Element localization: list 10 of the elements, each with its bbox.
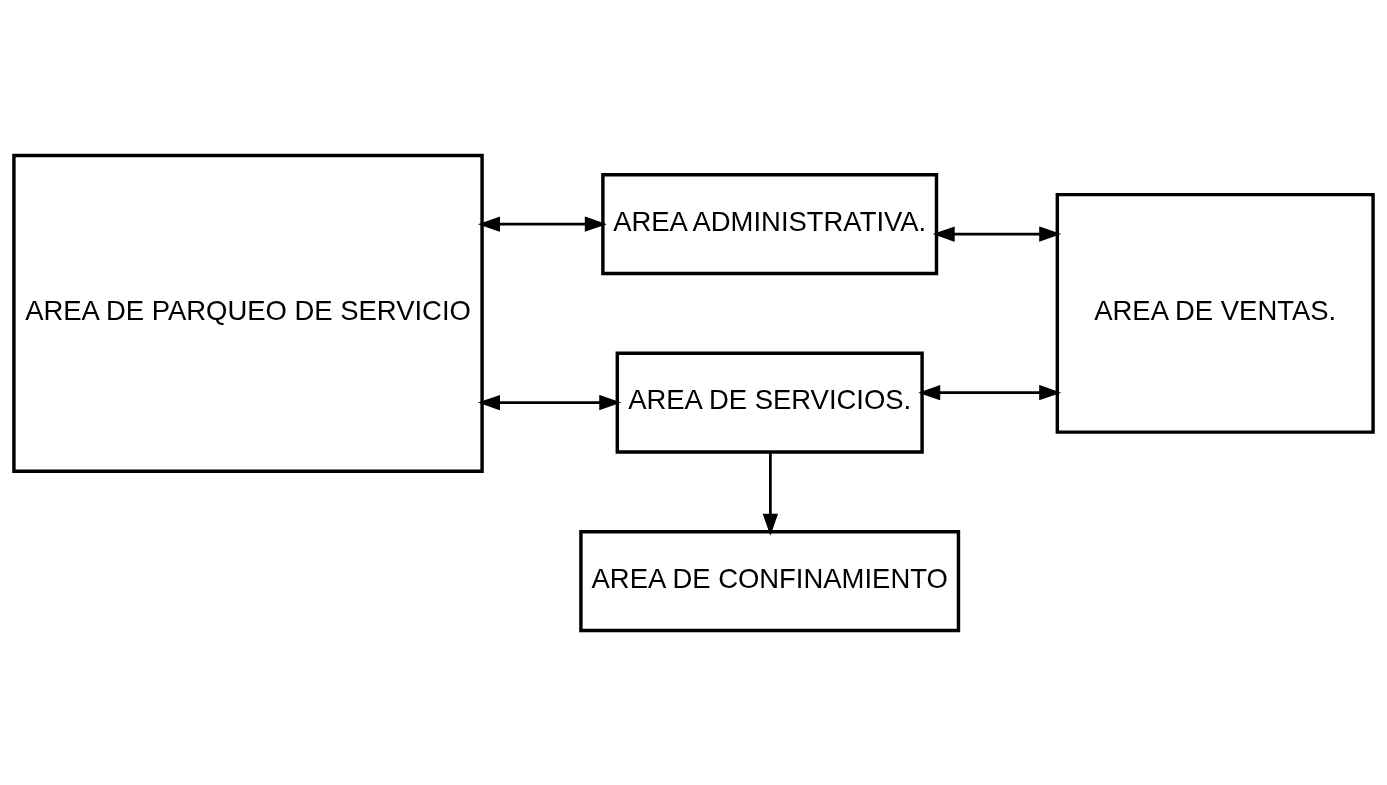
arrow xyxy=(932,225,1062,242)
node-box: AREA DE PARQUEO DE SERVICIO xyxy=(12,153,484,473)
node-box: AREA DE SERVICIOS. xyxy=(615,350,924,454)
arrow xyxy=(477,215,607,232)
node-box: AREA DE VENTAS. xyxy=(1055,192,1375,434)
arrow xyxy=(762,451,779,536)
arrow xyxy=(918,384,1062,400)
node-box: AREA ADMINISTRATIVA. xyxy=(601,172,939,275)
arrow xyxy=(477,394,622,410)
node-box: AREA DE CONFINAMIENTO xyxy=(579,529,961,632)
